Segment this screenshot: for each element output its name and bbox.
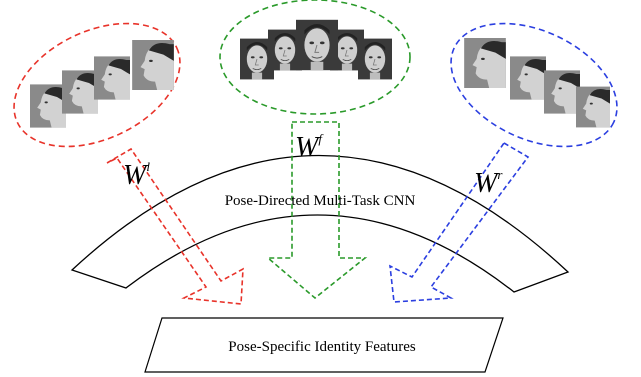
face-image: [510, 56, 546, 100]
face-image: [30, 84, 66, 128]
face-image: [464, 38, 506, 88]
face-image: [94, 56, 130, 100]
weight-left-label: Wl: [123, 159, 150, 191]
face-image: [62, 70, 98, 114]
left-pose-arrow: [106, 147, 244, 305]
frontal-faces: [219, 0, 411, 115]
right-profile-faces: [450, 22, 618, 148]
frontal-group-ellipse: [219, 0, 411, 115]
left-profile-faces: [13, 22, 181, 148]
weight-right-label: Wr: [474, 167, 503, 199]
face-image: [132, 40, 174, 90]
right-group-ellipse: [450, 22, 618, 148]
face-image: [358, 38, 392, 80]
cnn-arc-band: [70, 154, 570, 293]
frontal-pose-arrow: [265, 121, 368, 300]
face-image: [296, 19, 338, 71]
right-pose-arrow: [389, 141, 530, 303]
features-label: Pose-Specific Identity Features: [228, 339, 416, 355]
face-image: [544, 70, 580, 114]
weight-frontal-label: Wf: [295, 131, 324, 163]
features-box: [144, 317, 504, 373]
left-group-ellipse: [13, 22, 181, 148]
face-image: [576, 86, 610, 128]
cnn-label: Pose-Directed Multi-Task CNN: [225, 193, 416, 209]
